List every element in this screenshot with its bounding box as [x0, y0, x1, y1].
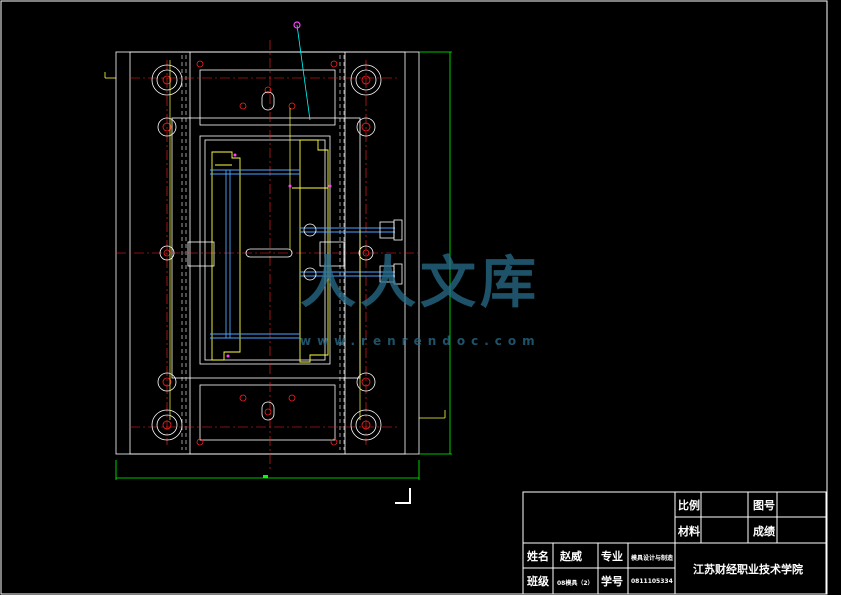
leader-lines — [169, 60, 361, 420]
major-label: 专业 — [601, 550, 623, 563]
drawing-no-label: 图号 — [753, 499, 775, 512]
view-symbol — [395, 488, 411, 504]
cavity-inserts — [211, 139, 329, 363]
section-markers — [104, 72, 446, 419]
class-value: 08模具（2） — [557, 580, 594, 587]
marker-points — [226, 153, 332, 358]
side-blocks — [187, 91, 345, 421]
screws — [196, 60, 338, 446]
watermark-brand: 人人文库 — [300, 251, 540, 316]
leader-cyan — [296, 24, 311, 121]
name-label: 姓名 — [527, 550, 549, 563]
title-block-grid — [522, 491, 827, 595]
student-no-value: 0811105334 — [631, 578, 673, 585]
school-name: 江苏财经职业技术学院 — [693, 563, 803, 576]
marker-top — [293, 21, 301, 29]
dim-tick — [263, 475, 268, 478]
class-label: 班级 — [527, 575, 549, 588]
dimension-lines — [115, 51, 452, 480]
grade-label: 成绩 — [753, 525, 775, 538]
major-value: 模具设计与制造 — [631, 555, 674, 562]
student-no-label: 学号 — [601, 575, 623, 588]
name-value: 赵威 — [560, 550, 582, 563]
material-label: 材料 — [678, 525, 700, 538]
watermark-url: www.renrendoc.com — [300, 334, 541, 348]
scale-label: 比例 — [678, 499, 700, 512]
water-fittings — [303, 219, 403, 285]
guide-bushes — [151, 64, 382, 441]
